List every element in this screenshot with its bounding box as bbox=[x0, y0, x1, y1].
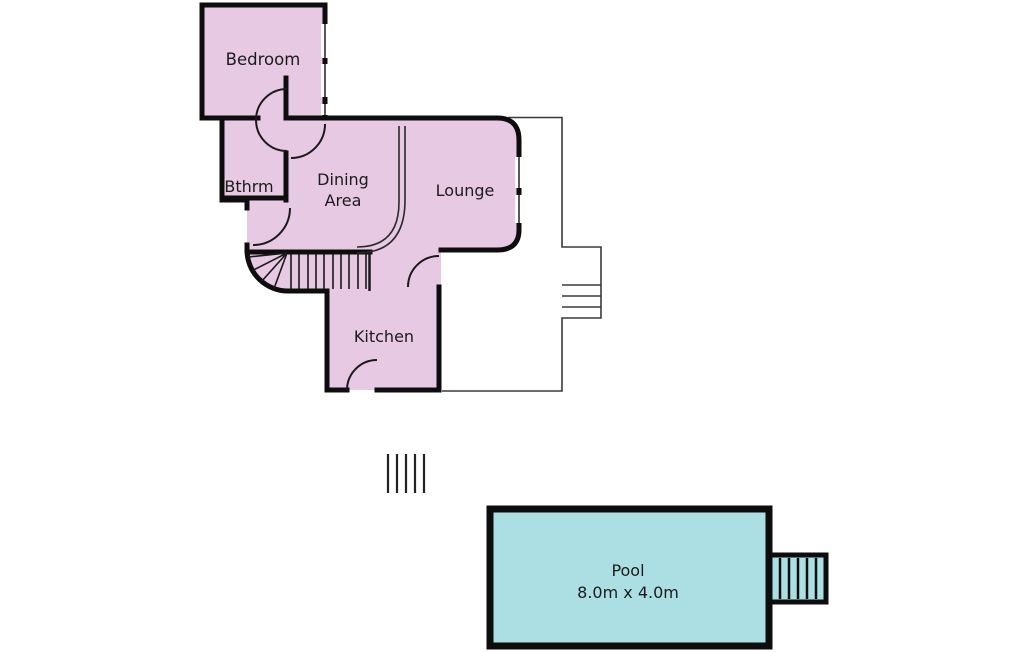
dining-exterior-door-arc bbox=[252, 207, 291, 246]
kitchen-bottom-door-arc bbox=[346, 359, 378, 391]
lounge-windows bbox=[515, 157, 523, 223]
staircase bbox=[247, 252, 371, 291]
pool-label: Pool bbox=[611, 561, 644, 580]
stair-treads bbox=[290, 254, 367, 289]
winder-spokes bbox=[247, 252, 288, 289]
bathroom-label: Bthrm bbox=[224, 177, 273, 196]
lounge-label: Lounge bbox=[436, 181, 495, 200]
house-footprint bbox=[202, 5, 519, 390]
door-arcs bbox=[252, 88, 440, 391]
walls bbox=[199, 2, 522, 393]
deck-outline bbox=[442, 116, 602, 392]
dining-label-line2: Area bbox=[325, 191, 362, 210]
pool-step-lines bbox=[778, 558, 818, 599]
kitchen-deck-door-arc bbox=[407, 255, 440, 288]
pool-basin bbox=[486, 505, 773, 650]
pool-dimensions-label: 8.0m x 4.0m bbox=[577, 583, 679, 602]
deck-steps bbox=[562, 284, 601, 308]
exterior-steps bbox=[386, 454, 426, 493]
hall-dining-door-arc bbox=[290, 123, 326, 159]
bedroom-label: Bedroom bbox=[226, 50, 301, 69]
kitchen-label: Kitchen bbox=[354, 327, 414, 346]
curved-partition bbox=[356, 126, 406, 254]
pool bbox=[486, 505, 829, 650]
bedroom-windows bbox=[321, 24, 329, 115]
bedroom-bathroom-door-arc bbox=[255, 88, 288, 152]
dining-label-line1: Dining bbox=[317, 170, 369, 189]
